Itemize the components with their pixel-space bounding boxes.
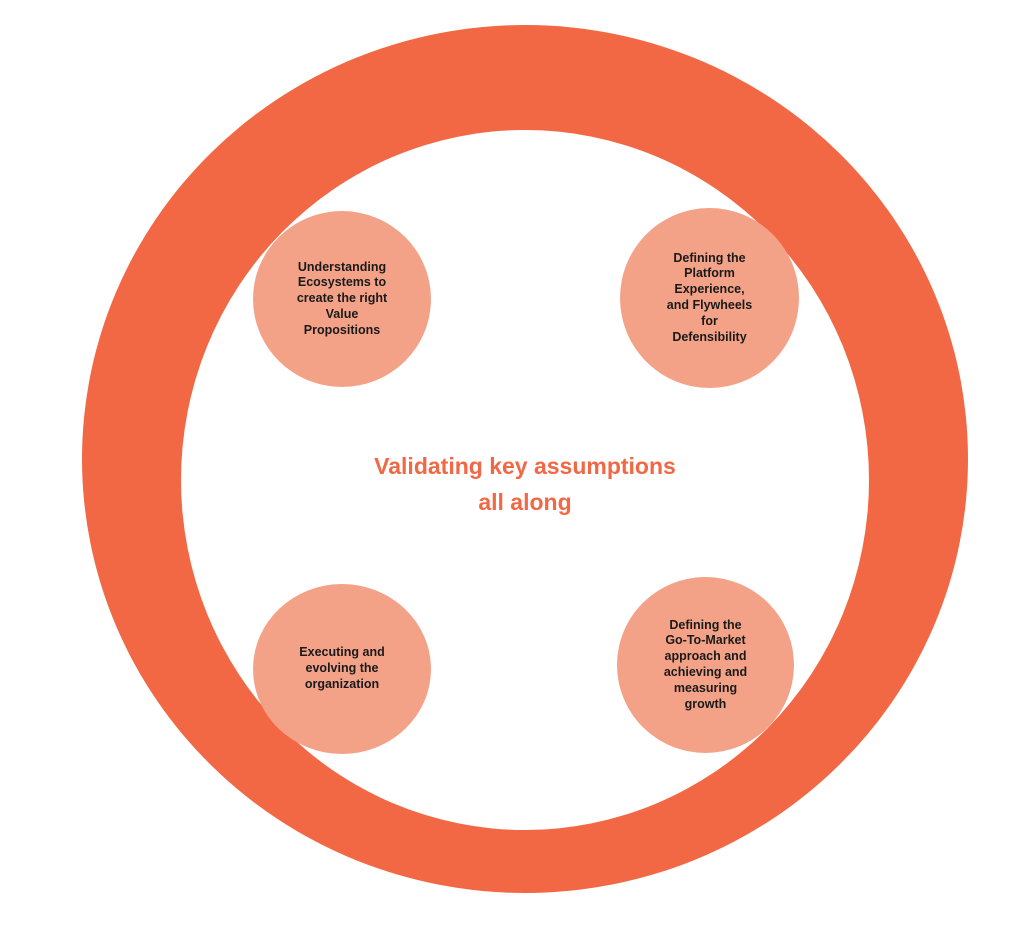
node-label: Defining the Platform Experience, and Fl…	[666, 250, 753, 344]
center-title: Validating key assumptions all along	[374, 453, 676, 515]
node-understanding-ecosystems: Understanding Ecosystems to create the r…	[253, 211, 431, 387]
node-label: Defining the Go-To-Market approach and a…	[663, 617, 748, 711]
node-label: Understanding Ecosystems to create the r…	[296, 259, 388, 337]
node-label: Executing and evolving the organization	[299, 645, 385, 691]
node-go-to-market: Defining the Go-To-Market approach and a…	[617, 577, 794, 753]
node-executing-organization: Executing and evolving the organization	[253, 584, 431, 754]
node-platform-experience: Defining the Platform Experience, and Fl…	[620, 208, 799, 388]
